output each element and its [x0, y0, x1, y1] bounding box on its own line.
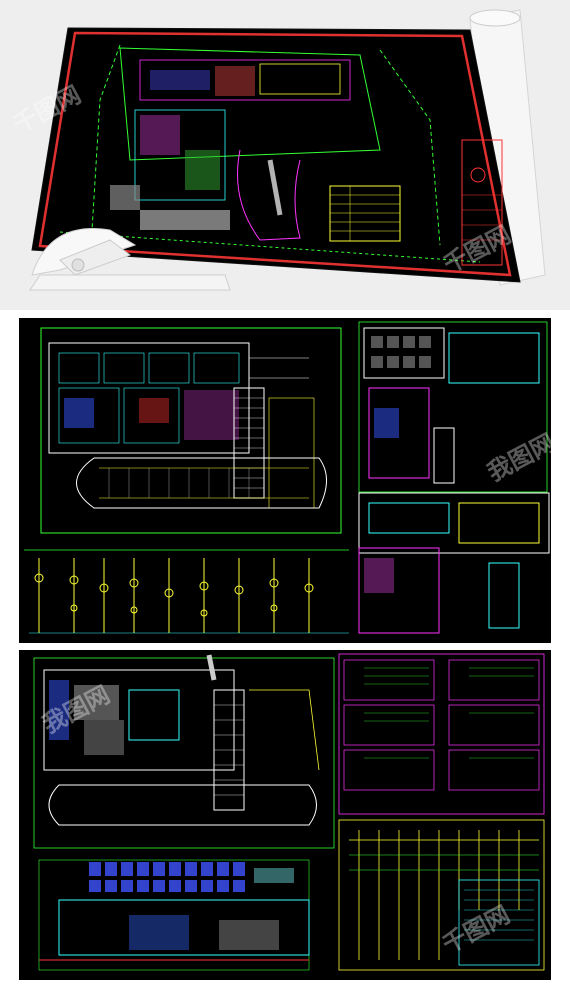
top-panel: 千图网 千图网: [0, 0, 570, 310]
system-drawings: [33, 653, 545, 971]
floor-plan-drawings: [24, 321, 550, 634]
blueprint-sheet: [29, 9, 546, 291]
middle-panel: 我图网: [19, 318, 551, 643]
bottom-panel: 我图网 千图网: [19, 650, 551, 980]
